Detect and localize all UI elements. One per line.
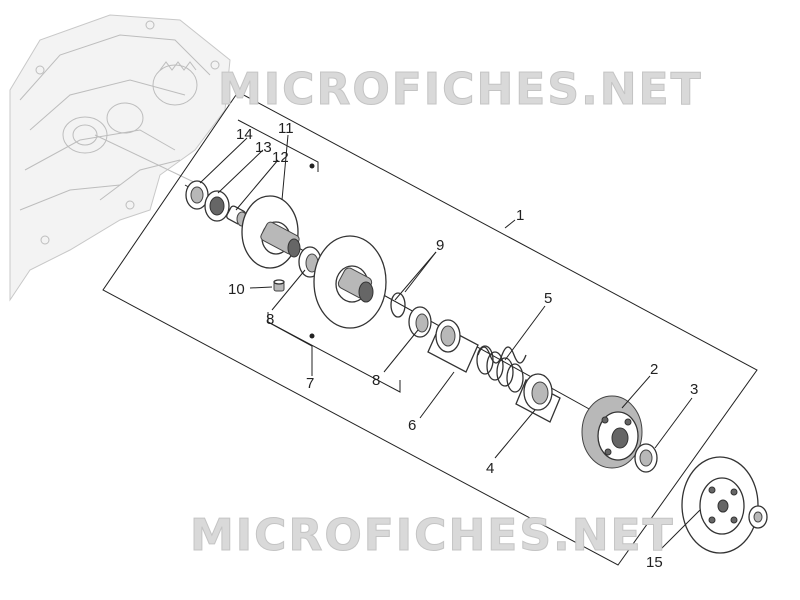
callout-10: 10 <box>228 281 245 298</box>
part-3-nut <box>634 443 658 473</box>
part-2-clutch <box>581 395 643 469</box>
assembly-frame <box>102 91 758 566</box>
callout-4: 4 <box>486 460 494 477</box>
callout-2: 2 <box>650 361 658 378</box>
callout-3: 3 <box>690 381 698 398</box>
crankcase-housing-ghost <box>9 14 231 302</box>
part-9-oring <box>390 292 406 318</box>
callout-5: 5 <box>544 290 552 307</box>
part-10-pin <box>273 279 285 292</box>
callout-7: 7 <box>306 375 314 392</box>
marker-dot-bottom <box>309 333 315 339</box>
callout-8-lower: 8 <box>372 372 380 389</box>
part-14-ring <box>185 180 209 210</box>
callout-15: 15 <box>646 554 663 571</box>
marker-dot-top <box>309 163 315 169</box>
leader-lines <box>199 134 701 551</box>
part-5-spring <box>476 345 527 393</box>
callout-13: 13 <box>255 139 272 156</box>
subassembly-frame-top <box>237 119 319 172</box>
callout-6: 6 <box>408 417 416 434</box>
watermark-bottom: MICROFICHES.NET <box>190 510 675 561</box>
part-4-spring-cup <box>515 373 561 423</box>
callout-11: 11 <box>278 120 294 137</box>
part-6-sleeve <box>427 319 479 373</box>
callout-14: 14 <box>236 126 253 143</box>
callout-8-upper: 8 <box>266 311 274 328</box>
part-8-bearing-lower <box>408 306 432 338</box>
subassembly-frame <box>267 312 401 393</box>
watermark-top: MICROFICHES.NET <box>218 64 703 115</box>
part-7-movable-pulley <box>313 235 387 329</box>
end-nut <box>748 505 768 529</box>
callout-9: 9 <box>436 237 444 254</box>
part-13-bearing <box>204 190 230 222</box>
callout-1: 1 <box>516 207 524 224</box>
part-11-fixed-pulley <box>241 195 301 269</box>
callout-12: 12 <box>272 149 289 166</box>
part-15-clutch-bell <box>681 456 759 554</box>
